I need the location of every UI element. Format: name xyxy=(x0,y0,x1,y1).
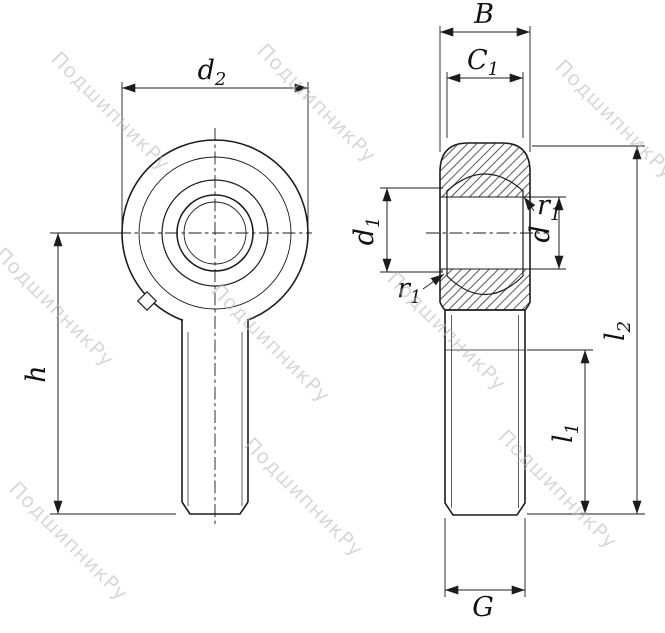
watermark: ПодшипникРу xyxy=(0,243,120,372)
dimension-d: d xyxy=(525,196,566,270)
grease-fitting xyxy=(136,290,158,312)
watermark: ПодшипникРу xyxy=(4,477,133,606)
label-r1-top: r1 xyxy=(537,190,561,225)
dimension-l1: l1 xyxy=(527,349,593,514)
rod-end-section-view xyxy=(426,142,547,516)
label-r1-bottom: r1 xyxy=(397,273,421,308)
watermark: ПодшипникРу xyxy=(252,39,381,168)
dimension-G: G xyxy=(444,518,526,623)
watermark: ПодшипникРу xyxy=(46,47,175,176)
label-h: h xyxy=(21,365,52,382)
dimension-d2: d2 xyxy=(121,55,309,228)
dimension-r1-bottom: r1 xyxy=(397,273,445,308)
watermark: ПодшипникРу xyxy=(206,279,335,408)
ball-top-arc xyxy=(446,173,524,192)
section-hatch-top xyxy=(440,143,530,197)
dimension-C1: C1 xyxy=(446,45,524,138)
dimension-l2: l2 xyxy=(527,145,645,515)
dimension-r1-top: r1 xyxy=(523,190,561,225)
label-l1: l1 xyxy=(548,423,583,443)
rod-end-front-view xyxy=(118,128,312,524)
label-G: G xyxy=(472,592,494,623)
label-d2: d2 xyxy=(198,55,227,90)
watermark-layer: ПодшипникРу ПодшипникРу ПодшипникРу Подш… xyxy=(0,39,665,606)
label-l2: l2 xyxy=(600,321,635,341)
label-C1: C1 xyxy=(467,45,499,80)
front-shank xyxy=(181,319,249,515)
dimension-B: B xyxy=(439,0,531,152)
watermark: ПодшипникРу xyxy=(550,55,665,184)
section-shank xyxy=(444,309,526,516)
section-hatch-bottom xyxy=(440,269,530,310)
label-d: d xyxy=(525,225,556,242)
watermark: ПодшипникРу xyxy=(239,433,368,562)
dimension-d1: d1 xyxy=(349,187,443,273)
label-B: B xyxy=(473,0,494,30)
dimension-h: h xyxy=(21,232,176,515)
ball-bottom-arc xyxy=(446,275,524,296)
label-d1: d1 xyxy=(349,217,384,246)
